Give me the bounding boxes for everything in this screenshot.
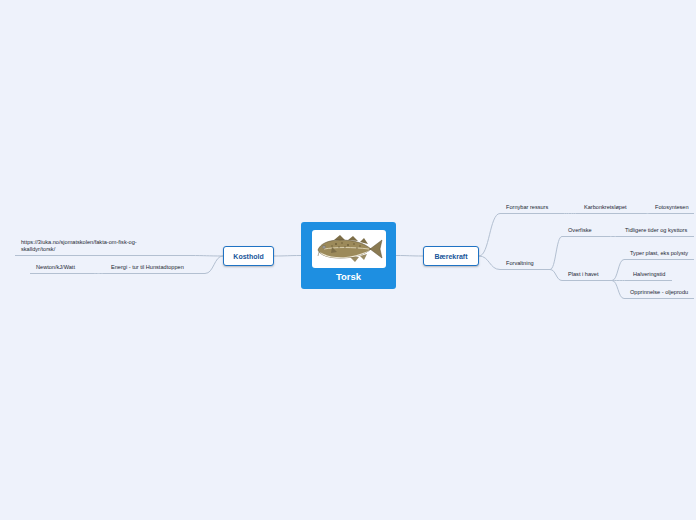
topic-label: https://3iuka.no/sjomatskolen/fakta-om-f… <box>21 239 161 253</box>
topic-label: Tidligere tider og kysttors <box>625 227 691 234</box>
subtopic: Overfiske <box>562 227 607 237</box>
branch-line <box>479 256 500 270</box>
subtopic: Fornybar ressurs <box>500 204 562 214</box>
topic-label: Fornybar ressurs <box>506 204 559 211</box>
branch-line <box>205 256 223 274</box>
subtopic: Fotosyntesen <box>649 204 694 214</box>
subtopic: Tidligere tider og kysttors <box>619 227 694 237</box>
branch-line <box>612 260 624 281</box>
subtopic: Newton/kJ/Watt <box>30 264 92 274</box>
topic-label: Plast i havet <box>568 271 609 278</box>
subtopic: Opprinnelse - oljeprodu <box>624 289 694 299</box>
branch-line <box>396 255 423 257</box>
branch-line <box>479 214 500 257</box>
topic-label: Halveringstid <box>633 271 669 278</box>
branch-line <box>612 280 627 281</box>
topic-label: Newton/kJ/Watt <box>36 264 89 271</box>
topic-title: Torsk <box>336 271 361 282</box>
subtopic: https://3iuka.no/sjomatskolen/fakta-om-f… <box>15 239 190 256</box>
cod-illustration <box>312 230 386 268</box>
subtopic: Halveringstid <box>627 271 672 281</box>
branch-line <box>550 270 562 281</box>
topic-label: Forvaltning <box>506 260 547 267</box>
branch-line <box>612 281 624 299</box>
topic-label: Karbonkretsløpet <box>584 204 643 211</box>
subtopic: Typer plast, eks polysty <box>624 250 694 260</box>
branch-line <box>562 213 578 214</box>
topic-label: Typer plast, eks polysty <box>630 250 691 257</box>
branch-line <box>92 273 105 274</box>
branch-line <box>607 236 619 237</box>
branch-line <box>190 255 223 257</box>
topic-title: Bærekraft <box>434 253 467 260</box>
main-topic: Kosthold <box>223 246 274 266</box>
topic-title: Kosthold <box>233 253 263 260</box>
subtopic: Karbonkretsløpet <box>578 204 646 214</box>
branch-line <box>274 255 301 257</box>
subtopic: Plast i havet <box>562 271 612 281</box>
subtopic: Forvaltning <box>500 260 550 270</box>
subtopic: Energi - tur til Hunstadtoppen <box>105 264 205 274</box>
branch-line <box>550 237 562 270</box>
topic-label: Opprinnelse - oljeprodu <box>630 289 691 296</box>
main-topic: Bærekraft <box>423 246 479 266</box>
topic-label: Overfiske <box>568 227 604 234</box>
central-topic: Torsk <box>301 222 396 289</box>
topic-label: Fotosyntesen <box>655 204 691 211</box>
topic-label: Energi - tur til Hunstadtoppen <box>111 264 202 271</box>
